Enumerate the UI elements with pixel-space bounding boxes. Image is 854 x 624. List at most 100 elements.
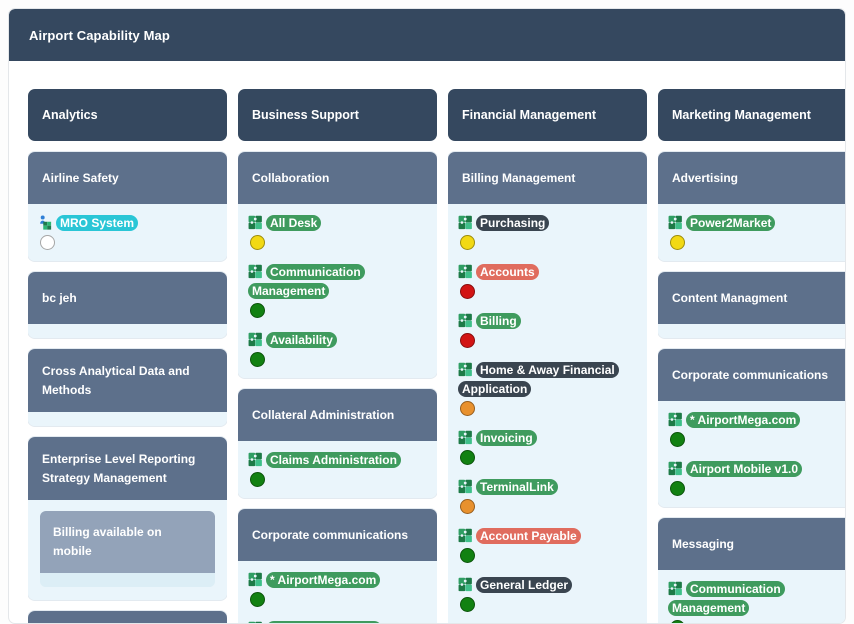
application-line: General Ledger <box>458 575 637 594</box>
capability-card[interactable]: bc jeh <box>28 272 227 338</box>
application-label[interactable]: Availability <box>266 332 337 348</box>
puzzle-icon <box>458 215 473 230</box>
application-label[interactable]: Billing <box>476 313 521 329</box>
capability-card-header[interactable]: Collaboration <box>238 152 437 204</box>
capability-card[interactable]: Finance and Risk Valuation <box>28 610 227 623</box>
application-label[interactable]: General Ledger <box>476 577 573 593</box>
capability-card-header[interactable]: Enterprise Level Reporting Strategy Mana… <box>28 437 227 501</box>
application-item[interactable]: Airport Mobile v1.0 <box>248 619 427 623</box>
puzzle-icon <box>458 430 473 445</box>
application-label[interactable]: * AirportMega.com <box>266 572 381 588</box>
capability-card-body <box>28 412 227 427</box>
application-label[interactable]: Airport Mobile v1.0 <box>686 461 803 477</box>
capability-card-body: Communication Management <box>658 570 845 623</box>
application-item[interactable]: TerminalLink <box>458 477 637 514</box>
capability-card-header[interactable]: bc jeh <box>28 272 227 324</box>
capability-card-header[interactable]: Corporate communications <box>238 509 437 561</box>
application-label[interactable]: Claims Administration <box>266 452 401 468</box>
capability-card-header[interactable]: Corporate communications <box>658 349 845 401</box>
application-label[interactable]: TerminalLink <box>476 479 558 495</box>
capability-column-header[interactable]: Business Support <box>238 89 437 141</box>
application-label[interactable]: Purchasing <box>476 215 550 231</box>
capability-card-header[interactable]: Finance and Risk Valuation <box>28 610 227 623</box>
capability-card[interactable]: Cross Analytical Data and Methods <box>28 349 227 427</box>
capability-card-header[interactable]: Airline Safety <box>28 152 227 204</box>
capability-card-header[interactable]: Cross Analytical Data and Methods <box>28 349 227 413</box>
capability-card-header[interactable]: Billing Management <box>448 152 647 204</box>
application-item[interactable]: General Ledger <box>458 575 637 612</box>
application-label[interactable]: Home & Away Financial Application <box>458 362 619 397</box>
capability-card[interactable]: Content Managment <box>658 272 845 338</box>
application-item[interactable]: Invoicing <box>458 428 637 465</box>
capability-column-header[interactable]: Analytics <box>28 89 227 141</box>
application-line: Accounts <box>458 262 637 281</box>
status-dot <box>40 235 55 250</box>
capability-card-body: Claims Administration <box>238 441 437 498</box>
capability-card[interactable]: Enterprise Level Reporting Strategy Mana… <box>28 437 227 600</box>
application-item[interactable]: Account Payable <box>458 526 637 563</box>
application-item[interactable]: Airport Mobile v1.0 <box>668 459 845 496</box>
application-item[interactable]: Claims Administration <box>248 450 427 487</box>
application-item[interactable]: Power2Market <box>668 213 845 250</box>
status-dot <box>460 284 475 299</box>
puzzle-icon <box>248 572 263 587</box>
application-label[interactable]: Invoicing <box>476 430 537 446</box>
application-item[interactable]: Communication Management <box>668 579 845 623</box>
application-line: Home & Away Financial Application <box>458 360 637 398</box>
puzzle-icon <box>668 412 683 427</box>
capability-card-header[interactable]: Content Managment <box>658 272 845 324</box>
application-item[interactable]: Accounts <box>458 262 637 299</box>
capability-card[interactable]: Corporate communications* AirportMega.co… <box>238 509 437 623</box>
capability-column-header[interactable]: Financial Management <box>448 89 647 141</box>
application-item[interactable]: MRO System <box>38 213 217 250</box>
application-label[interactable]: Communication Management <box>248 264 365 299</box>
capability-card-body <box>28 324 227 338</box>
capability-column-header[interactable]: Marketing Management <box>658 89 845 141</box>
application-item[interactable]: Billing <box>458 311 637 348</box>
application-label[interactable]: Communication Management <box>668 581 785 616</box>
capability-card-header[interactable]: Messaging <box>658 518 845 570</box>
puzzle-icon <box>248 264 263 279</box>
application-label[interactable]: MRO System <box>56 215 139 231</box>
application-item[interactable]: Availability <box>248 330 427 367</box>
application-item[interactable]: Communication Management <box>248 262 427 318</box>
application-item[interactable]: * AirportMega.com <box>248 570 427 607</box>
puzzle-icon <box>248 452 263 467</box>
capability-card[interactable]: Corporate communications * AirportMega.co… <box>658 349 845 507</box>
capability-card-header[interactable]: Advertising <box>658 152 845 204</box>
application-label[interactable]: All Desk <box>266 215 322 231</box>
nested-capability-card[interactable]: Billing available on mobile <box>40 511 215 587</box>
nested-capability-card-header[interactable]: Billing available on mobile <box>40 511 215 573</box>
status-dot <box>460 401 475 416</box>
application-label[interactable]: Account Payable <box>476 528 581 544</box>
application-item[interactable]: Home & Away Financial Application <box>458 360 637 416</box>
application-label[interactable]: Airport Mobile v1.0 <box>266 621 383 623</box>
application-item[interactable]: * AirportMega.com <box>668 410 845 447</box>
application-label[interactable]: * AirportMega.com <box>686 412 801 428</box>
status-dot <box>670 620 685 623</box>
puzzle-icon <box>458 479 473 494</box>
application-item[interactable]: All Desk <box>248 213 427 250</box>
capability-card-header[interactable]: Collateral Administration <box>238 389 437 441</box>
capability-card-title: Enterprise Level Reporting Strategy Mana… <box>42 452 196 485</box>
application-line: Communication Management <box>668 579 845 617</box>
status-dot <box>460 333 475 348</box>
status-dot <box>670 481 685 496</box>
application-label[interactable]: Accounts <box>476 264 539 280</box>
puzzle-icon <box>668 581 683 596</box>
application-label[interactable]: Power2Market <box>686 215 776 231</box>
application-item[interactable]: Purchasing <box>458 213 637 250</box>
